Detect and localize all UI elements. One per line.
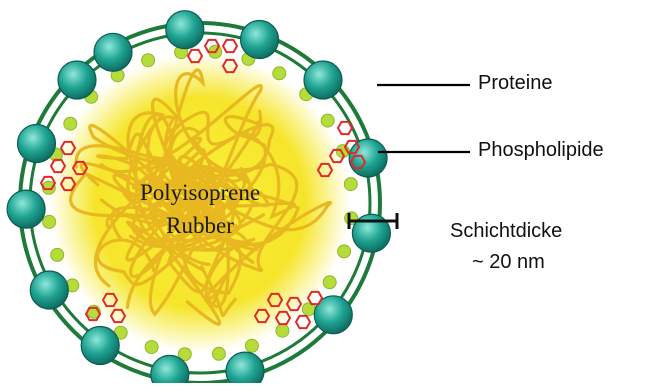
phospholipid-head	[245, 339, 258, 352]
phospholipid-head	[321, 114, 334, 127]
phospholipid-head	[344, 178, 357, 191]
protein-sphere	[349, 139, 387, 177]
phospholipid-head	[142, 54, 155, 67]
protein-sphere	[304, 61, 342, 99]
phospholipid-head	[276, 324, 289, 337]
schichtdicke-label: Schichtdicke	[450, 220, 562, 243]
protein-sphere	[18, 125, 56, 163]
protein-sphere	[226, 352, 264, 383]
protein-sphere	[166, 11, 204, 49]
protein-sphere	[94, 33, 132, 71]
core-label-line1: Polyisoprene	[140, 180, 260, 205]
protein-sphere	[30, 271, 68, 309]
protein-sphere	[58, 61, 96, 99]
protein-sphere	[7, 190, 45, 228]
protein-sphere	[241, 21, 279, 59]
phospholipid-head	[323, 276, 336, 289]
proteine-label: Proteine	[478, 72, 553, 95]
phospholipid-head	[145, 341, 158, 354]
phospholipide-label: Phospholipide	[478, 139, 604, 162]
phospholipid-head	[43, 215, 56, 228]
thickness-value-label: ~ 20 nm	[472, 251, 545, 274]
phospholipid-head	[212, 347, 225, 360]
phospholipid-head	[51, 248, 64, 261]
core-label-line2: Rubber	[166, 213, 234, 238]
phospholipid-head	[64, 117, 77, 130]
phospholipid-head	[338, 245, 351, 258]
phospholipid-head	[273, 67, 286, 80]
protein-sphere	[81, 327, 119, 365]
